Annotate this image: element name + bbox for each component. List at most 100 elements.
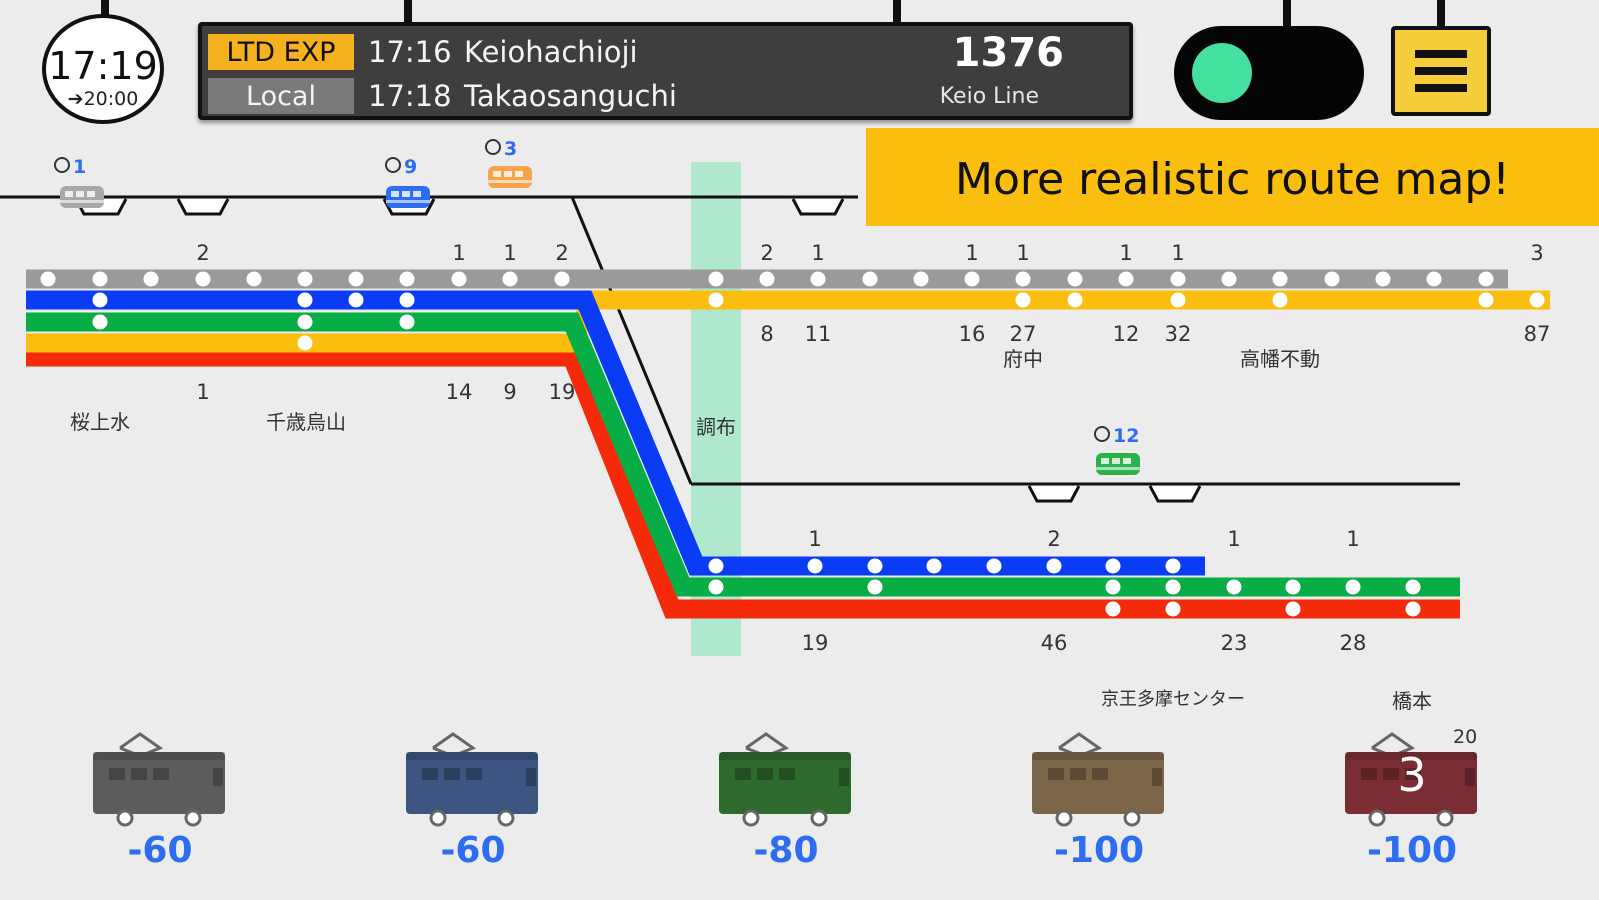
departure-time: 17:18 [368,79,452,113]
station-stop[interactable] [862,271,878,287]
station-stop[interactable] [297,335,313,351]
station-stop[interactable] [708,558,724,574]
waiting-count: 1 [965,241,978,265]
train-icon[interactable] [386,186,430,208]
signal-toggle[interactable] [1174,26,1364,120]
station-stop[interactable] [92,292,108,308]
waiting-count: 1 [808,527,821,551]
track [570,196,693,485]
station-stop[interactable] [708,292,724,308]
station-stop[interactable] [708,271,724,287]
station-stop[interactable] [1170,271,1186,287]
waiting-count: 27 [1010,322,1037,346]
station-stop[interactable] [867,558,883,574]
station-stop[interactable] [1105,579,1121,595]
station-stop[interactable] [40,271,56,287]
station-stop[interactable] [399,292,415,308]
station-stop[interactable] [297,271,313,287]
station-stop[interactable] [1015,271,1031,287]
station-stop[interactable] [502,271,518,287]
station-stop[interactable] [1478,292,1494,308]
station-stop[interactable] [1529,292,1545,308]
station-stop[interactable] [1165,601,1181,617]
departure-time: 17:16 [368,35,452,69]
station-stop[interactable] [1272,271,1288,287]
promo-banner[interactable]: More realistic route map! [866,128,1599,226]
waiting-count: 1 [452,241,465,265]
train-timer-value: 3 [504,138,517,160]
station-stop[interactable] [1105,601,1121,617]
station-stop[interactable] [1405,579,1421,595]
banner-text: More realistic route map! [955,154,1510,205]
station-stop[interactable] [246,271,262,287]
station-stop[interactable] [1165,579,1181,595]
station-stop[interactable] [1105,558,1121,574]
station-stop[interactable] [92,314,108,330]
car-purchase-slot[interactable]: -60 [85,728,235,898]
car-purchase-slot[interactable]: -60 [398,728,548,898]
station-stop[interactable] [1067,271,1083,287]
station-stop[interactable] [348,292,364,308]
car-cost: -60 [127,830,193,871]
station-stop[interactable] [926,558,942,574]
station-stop[interactable] [195,271,211,287]
waiting-count: 1 [196,380,209,404]
platform [176,198,230,216]
line-name: Keio Line [939,84,1039,109]
station-stop[interactable] [399,271,415,287]
station-stop[interactable] [807,558,823,574]
station-stop[interactable] [1426,271,1442,287]
car-cost: -100 [1366,830,1458,871]
station-stop[interactable] [1324,271,1340,287]
station-stop[interactable] [399,314,415,330]
station-stop[interactable] [1046,558,1062,574]
train-car-icon [406,732,538,827]
departure-destination: Takaosanguchi [464,79,677,113]
train-timer: 12 [1094,425,1139,447]
station-stop[interactable] [1221,271,1237,287]
wire [1437,0,1445,28]
car-cost: -80 [753,830,819,871]
station-stop[interactable] [1345,579,1361,595]
train-icon[interactable] [488,166,532,188]
station-stop[interactable] [1067,292,1083,308]
station-stop[interactable] [964,271,980,287]
station-stop[interactable] [1478,271,1494,287]
station-stop[interactable] [759,271,775,287]
station-stop[interactable] [143,271,159,287]
car-purchase-slot[interactable]: -80 [711,728,861,898]
departure-row: Local 17:18 Takaosanguchi [208,76,677,116]
station-stop[interactable] [348,271,364,287]
station-stop[interactable] [1165,558,1181,574]
car-purchase-slot[interactable]: -100 [1024,728,1174,898]
station-stop[interactable] [1118,271,1134,287]
station-stop[interactable] [1226,579,1242,595]
waiting-count: 2 [1047,527,1060,551]
train-timer: 9 [385,156,417,178]
station-stop[interactable] [1015,292,1031,308]
station-stop[interactable] [1170,292,1186,308]
station-stop[interactable] [867,579,883,595]
clock-limit: ➔20:00 [67,88,139,110]
station-stop[interactable] [986,558,1002,574]
station-stop[interactable] [297,292,313,308]
station-stop[interactable] [554,271,570,287]
station-stop[interactable] [451,271,467,287]
station-stop[interactable] [1272,292,1288,308]
station-stop[interactable] [913,271,929,287]
station-stop[interactable] [708,579,724,595]
station-stop[interactable] [810,271,826,287]
train-icon[interactable] [60,186,104,208]
station-stop[interactable] [92,271,108,287]
station-stop[interactable] [1285,579,1301,595]
menu-button[interactable] [1391,26,1491,116]
station-stop[interactable] [1375,271,1391,287]
game-clock: 17:19 ➔20:00 [42,14,164,124]
train-icon[interactable] [1096,453,1140,475]
station-stop[interactable] [297,314,313,330]
station-name: 調布 [696,415,736,439]
station-stop[interactable] [1405,601,1421,617]
train-car-icon [93,732,225,827]
station-stop[interactable] [1285,601,1301,617]
